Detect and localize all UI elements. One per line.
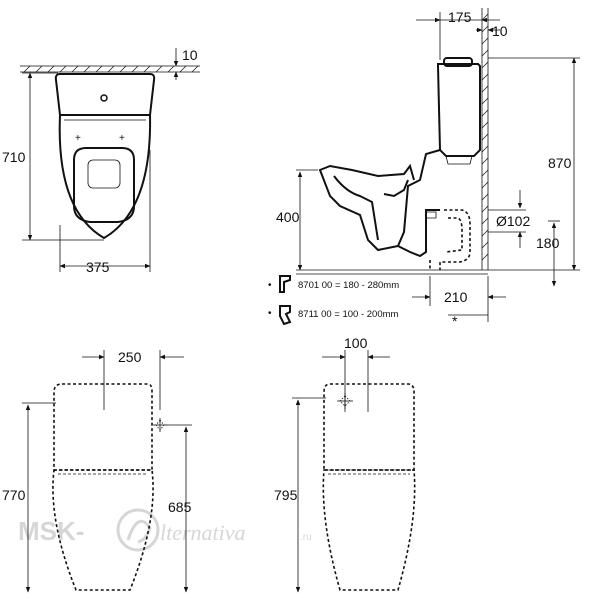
note-bullet: • xyxy=(268,280,272,291)
connector-note-2: • 8711 00 = 100 - 200mm xyxy=(268,305,399,326)
note-bullet: • xyxy=(268,308,272,319)
top-width-label: 375 xyxy=(86,259,110,275)
side-height-label: 870 xyxy=(548,155,572,171)
svg-text:+: + xyxy=(75,133,81,144)
side-pipe-diameter-label: Ø102 xyxy=(496,213,530,229)
watermark-domain: .ru xyxy=(300,532,312,543)
side-outlet-height-label: 180 xyxy=(536,235,560,251)
front-height-label: 770 xyxy=(2,487,26,503)
side-top-gap-label: 10 xyxy=(492,23,508,39)
offset-connector-icon xyxy=(279,305,292,326)
top-offset-label: 10 xyxy=(182,47,198,63)
top-depth-label: 710 xyxy=(2,149,26,165)
side-top-offset-label: 175 xyxy=(448,9,472,25)
side-view: 175 10 870 400 Ø102 180 210 * • 8701 00 … xyxy=(268,8,580,329)
top-view: + + 710 375 10 xyxy=(2,47,200,275)
note-text: 8711 00 = 100 - 200mm xyxy=(298,309,399,320)
side-marker: * xyxy=(452,313,458,329)
watermark-logo-icon xyxy=(116,508,160,552)
watermark: MSK- lternativa .ru xyxy=(18,508,312,552)
front-supply-height-label: 685 xyxy=(168,499,192,515)
side-seat-height-label: 400 xyxy=(276,209,300,225)
front-width-label: 250 xyxy=(118,349,142,365)
connector-note-1: • 8701 00 = 180 - 280mm xyxy=(268,275,399,293)
water-supply-icon xyxy=(153,418,167,432)
back-view: 100 795 xyxy=(274,335,416,593)
back-height-label: 795 xyxy=(274,487,298,503)
svg-text:+: + xyxy=(119,133,125,144)
back-width-label: 100 xyxy=(344,335,368,351)
straight-connector-icon xyxy=(279,275,291,293)
watermark-script: lternativa xyxy=(160,520,246,545)
note-text: 8701 00 = 180 - 280mm xyxy=(298,280,399,291)
front-view: 250 770 685 xyxy=(2,349,192,593)
side-outlet-distance-label: 210 xyxy=(444,289,468,305)
